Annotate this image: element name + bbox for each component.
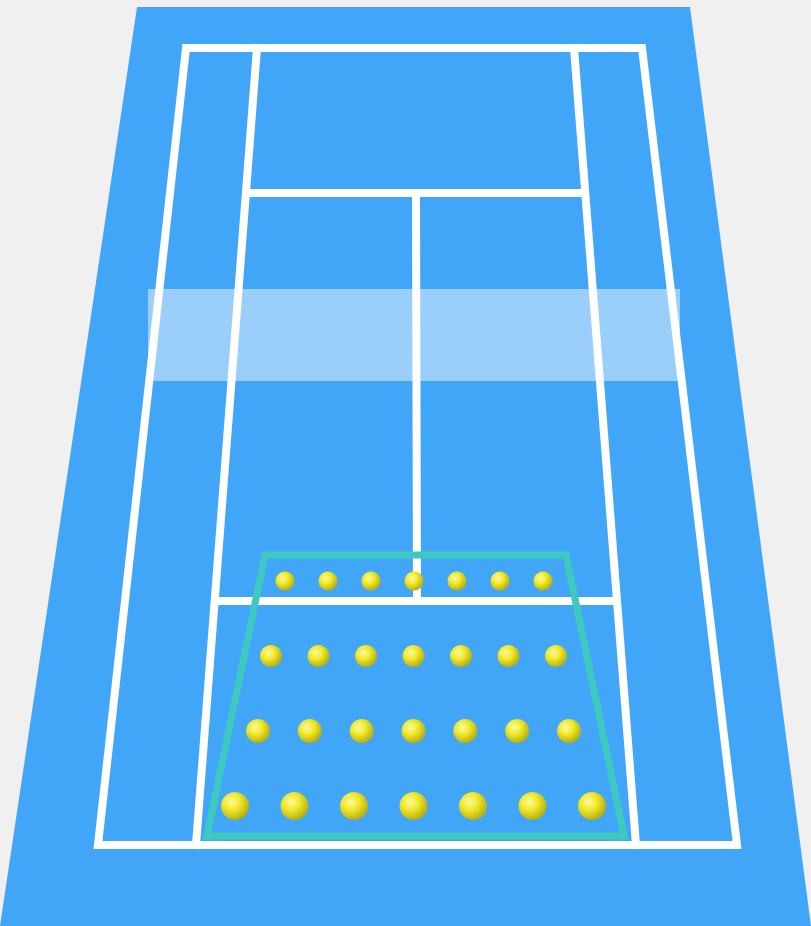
tennis-ball bbox=[459, 792, 487, 820]
tennis-ball bbox=[405, 572, 424, 591]
tennis-ball bbox=[578, 792, 606, 820]
center-service-line bbox=[416, 193, 417, 601]
tennis-ball bbox=[557, 719, 581, 743]
tennis-ball bbox=[450, 645, 472, 667]
tennis-ball bbox=[276, 572, 295, 591]
tennis-ball bbox=[246, 719, 270, 743]
tennis-ball bbox=[402, 719, 426, 743]
tennis-ball bbox=[350, 719, 374, 743]
tennis-ball bbox=[505, 719, 529, 743]
tennis-ball bbox=[308, 645, 330, 667]
tennis-ball bbox=[519, 792, 547, 820]
tennis-ball bbox=[319, 572, 338, 591]
tennis-ball bbox=[340, 792, 368, 820]
tennis-ball bbox=[498, 645, 520, 667]
tennis-ball bbox=[545, 645, 567, 667]
tennis-ball bbox=[453, 719, 477, 743]
tennis-ball bbox=[298, 719, 322, 743]
tennis-ball bbox=[403, 645, 425, 667]
tennis-ball bbox=[534, 572, 553, 591]
tennis-ball bbox=[400, 792, 428, 820]
tennis-ball bbox=[362, 572, 381, 591]
tennis-ball bbox=[221, 792, 249, 820]
tennis-ball bbox=[355, 645, 377, 667]
tennis-ball bbox=[491, 572, 510, 591]
tennis-ball bbox=[281, 792, 309, 820]
tennis-ball bbox=[448, 572, 467, 591]
tennis-ball bbox=[260, 645, 282, 667]
